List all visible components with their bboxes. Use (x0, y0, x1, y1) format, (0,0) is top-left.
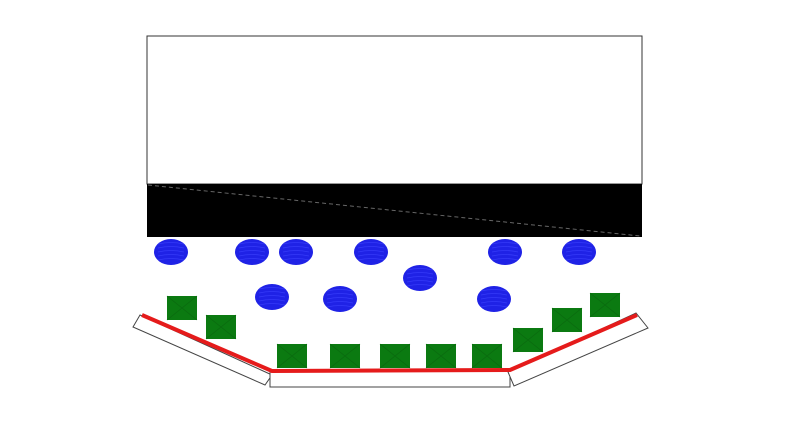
top-box (146, 35, 643, 237)
red-rail (141, 313, 638, 373)
blue-ball (279, 239, 313, 265)
green-block (512, 327, 544, 353)
blue-balls (154, 239, 596, 312)
tray-bottom-segment (269, 370, 511, 388)
green-blocks (166, 292, 621, 369)
blue-ball (403, 265, 437, 291)
green-block (276, 343, 308, 369)
blue-ball (255, 284, 289, 310)
blue-ball (154, 239, 188, 265)
blue-ball (477, 286, 511, 312)
green-block (329, 343, 361, 369)
blue-ball (235, 239, 269, 265)
green-block (205, 314, 237, 340)
green-block (589, 292, 621, 318)
top-box-white-panel (146, 35, 643, 185)
dashed-diagonal-line (147, 184, 641, 237)
green-block (166, 295, 198, 321)
green-block (425, 343, 457, 369)
blue-ball (562, 239, 596, 265)
green-block (471, 343, 503, 369)
tray (132, 312, 649, 388)
blue-ball (488, 239, 522, 265)
green-block (551, 307, 583, 333)
blue-ball (354, 239, 388, 265)
blue-ball (323, 286, 357, 312)
tray-left-segment (132, 314, 273, 386)
green-block (379, 343, 411, 369)
